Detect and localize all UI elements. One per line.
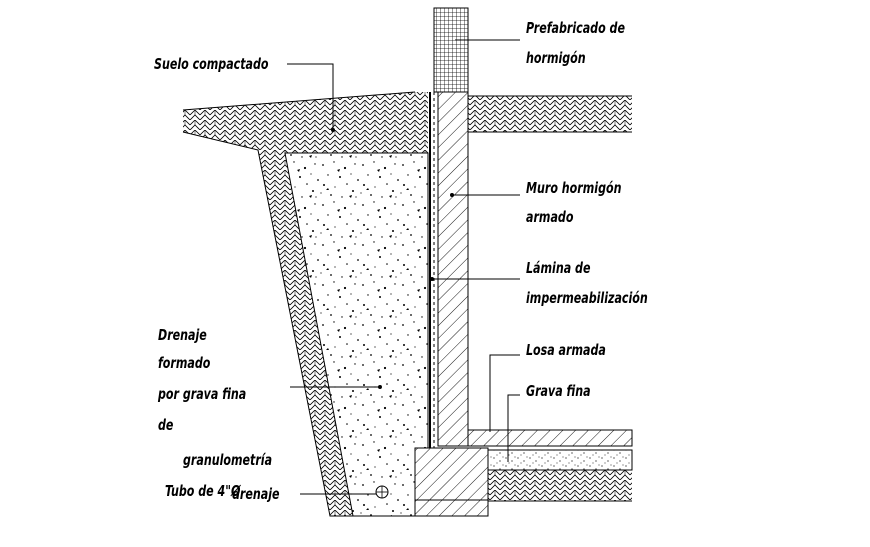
label-lamina-2: impermeabilización (526, 289, 648, 307)
label-drenaje-3: por grava fina (158, 385, 247, 403)
label-lamina-1: Lámina de (526, 259, 591, 277)
label-muro-1: Muro hormigón (526, 179, 622, 197)
reinforced-wall (437, 91, 469, 447)
label-tubo: Tubo de 4"Ø (165, 482, 241, 500)
ground-outline (182, 91, 632, 517)
reinforced-slab (467, 429, 633, 447)
wall-footing (414, 447, 489, 517)
label-tubo-overlap: drenaje (232, 485, 280, 503)
ground-right-lower (488, 470, 632, 501)
label-drenaje-1: Drenaje (158, 326, 207, 344)
label-drenaje-4: de (158, 416, 174, 434)
label-prefabricado-1: Prefabricado de (526, 19, 625, 37)
fine-gravel-layer (487, 449, 633, 471)
label-drenaje-2: formado (158, 354, 211, 372)
label-prefabricado-2: hormigón (526, 49, 586, 67)
label-drenaje-5: granulometría (183, 451, 273, 469)
leader-lines (287, 39, 520, 495)
precast-concrete-block (433, 7, 469, 93)
label-suelo-compactado: Suelo compactado (154, 55, 269, 73)
label-muro-2: armado (526, 208, 574, 226)
label-grava-fina: Grava fina (526, 382, 591, 400)
ground-right-upper (468, 96, 632, 132)
label-losa-armada: Losa armada (526, 341, 606, 359)
